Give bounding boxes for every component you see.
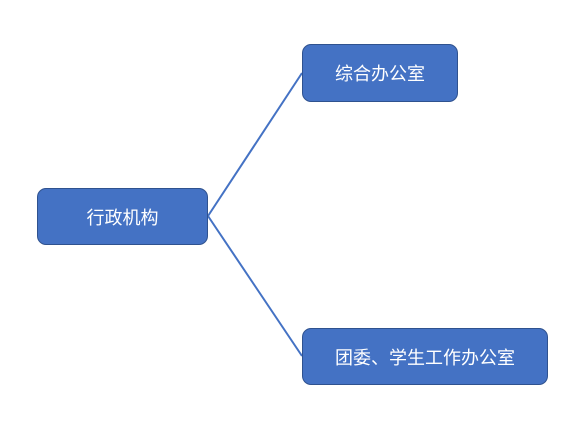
connector-root-to-child-2 bbox=[207, 215, 303, 357]
connector-root-to-child-1 bbox=[207, 72, 303, 217]
child-node-label: 综合办公室 bbox=[335, 64, 425, 85]
child-node-youth-league-student-office[interactable]: 团委、学生工作办公室 bbox=[302, 328, 548, 385]
root-node[interactable]: 行政机构 bbox=[37, 188, 208, 245]
root-node-label: 行政机构 bbox=[86, 207, 159, 229]
child-node-general-office[interactable]: 综合办公室 bbox=[302, 44, 458, 102]
child-node-label: 团委、学生工作办公室 bbox=[335, 347, 515, 369]
